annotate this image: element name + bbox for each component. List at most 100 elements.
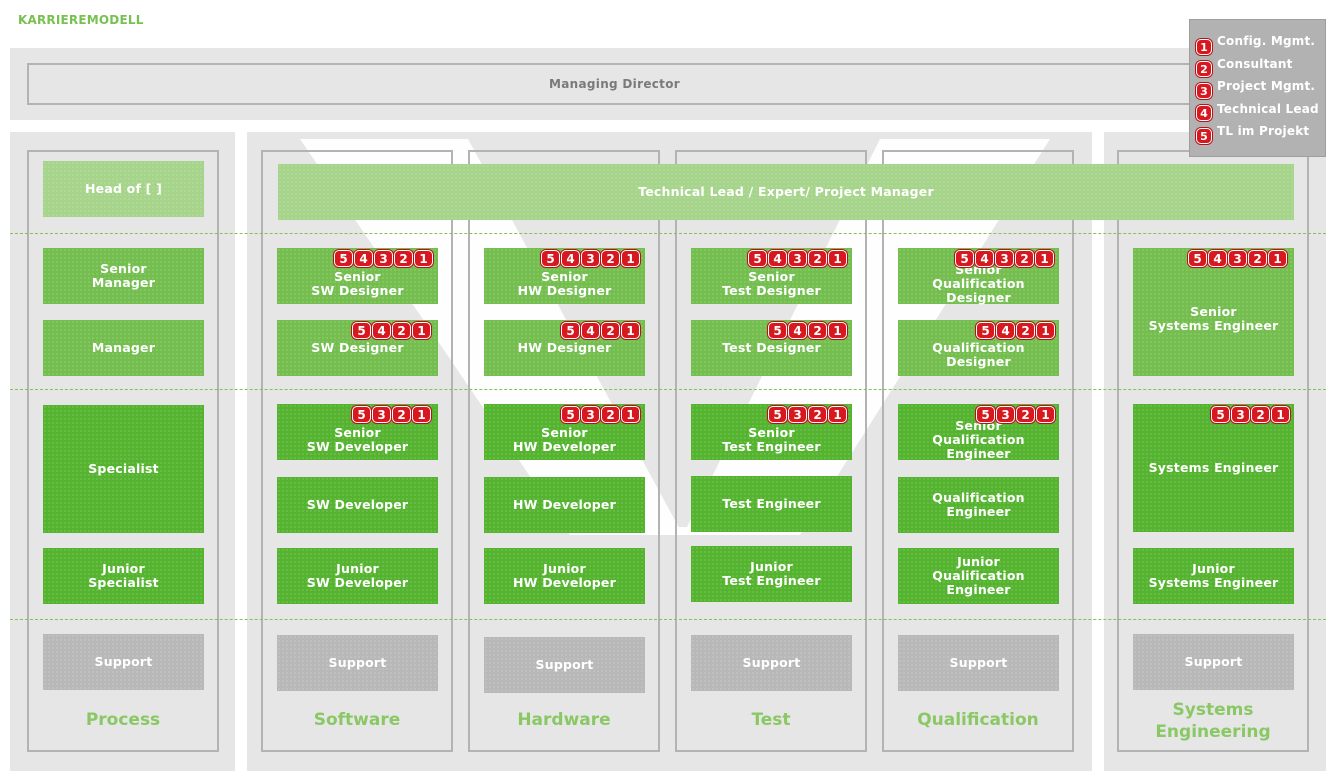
badge-1-icon: 1: [621, 406, 640, 423]
badge-5-icon: 5: [352, 406, 371, 423]
badge-3-icon: 3: [372, 406, 391, 423]
badge-2-icon: 2: [1015, 250, 1034, 267]
badge-1-icon: 1: [621, 250, 640, 267]
badge-3-icon: 3: [1196, 83, 1212, 99]
badge-4-icon: 4: [561, 250, 580, 267]
systems-engineer-box: Systems Engineer: [1133, 404, 1294, 532]
legend-box: 1 Config. Mgmt. 2 Consultant 3 Project M…: [1189, 19, 1326, 157]
badge-3-icon: 3: [1231, 406, 1250, 423]
badge-4-icon: 4: [1196, 105, 1212, 121]
badge-5-icon: 5: [561, 406, 580, 423]
software-column-frame: [261, 150, 453, 752]
badge-3-icon: 3: [1228, 250, 1247, 267]
junior-specialist-box: Junior Specialist: [43, 548, 204, 604]
column-label-process: Process: [85, 710, 161, 730]
badge-1-icon: 1: [828, 250, 847, 267]
badge-1-icon: 1: [1036, 406, 1055, 423]
legend-label: Consultant: [1217, 57, 1293, 71]
test-column-frame: [675, 150, 867, 752]
badge-1-icon: 1: [412, 406, 431, 423]
badge-2-icon: 2: [601, 406, 620, 423]
badge-1-icon: 1: [828, 406, 847, 423]
badge-4-icon: 4: [996, 322, 1015, 339]
badge-5-icon: 5: [561, 322, 580, 339]
support-box: Support: [43, 634, 204, 690]
legend-label: Project Mgmt.: [1217, 79, 1316, 93]
badge-2-icon: 2: [601, 322, 620, 339]
column-label-software: Software: [313, 710, 401, 730]
legend-label: TL im Projekt: [1217, 124, 1310, 138]
level-separator: [10, 233, 1326, 234]
badge-5-icon: 5: [976, 406, 995, 423]
badge-3-icon: 3: [788, 250, 807, 267]
badge-4-icon: 4: [788, 322, 807, 339]
badge-5-icon: 5: [352, 322, 371, 339]
badge-2-icon: 2: [1196, 61, 1212, 77]
junior-hw-developer-box: Junior HW Developer: [484, 548, 645, 604]
badge-5-icon: 5: [768, 406, 787, 423]
hw-developer-box: HW Developer: [484, 477, 645, 533]
support-box: Support: [484, 637, 645, 693]
manager-box: Manager: [43, 320, 204, 376]
support-box: Support: [277, 635, 438, 691]
badge-5-icon: 5: [334, 250, 353, 267]
badge-2-icon: 2: [394, 250, 413, 267]
badge-2-icon: 2: [601, 250, 620, 267]
qualification-engineer-box: Qualification Engineer: [898, 477, 1059, 533]
badge-1-icon: 1: [1271, 406, 1290, 423]
badge-1-icon: 1: [1268, 250, 1287, 267]
badge-4-icon: 4: [581, 322, 600, 339]
senior-manager-box: Senior Manager: [43, 248, 204, 304]
junior-test-engineer-box: Junior Test Engineer: [691, 546, 852, 602]
test-designer-box: Test Designer: [691, 320, 852, 376]
badge-1-icon: 1: [828, 322, 847, 339]
badge-2-icon: 2: [1251, 406, 1270, 423]
legend-item: 1 Config. Mgmt.: [1196, 34, 1315, 55]
badge-1-icon: 1: [1196, 39, 1212, 55]
badge-4-icon: 4: [372, 322, 391, 339]
badge-2-icon: 2: [808, 406, 827, 423]
badge-4-icon: 4: [354, 250, 373, 267]
badge-1-icon: 1: [412, 322, 431, 339]
junior-qualification-engineer-box: Junior Qualification Engineer: [898, 548, 1059, 604]
badge-3-icon: 3: [581, 406, 600, 423]
badge-1-icon: 1: [414, 250, 433, 267]
support-box: Support: [898, 635, 1059, 691]
test-engineer-box: Test Engineer: [691, 476, 852, 532]
legend-label: Config. Mgmt.: [1217, 34, 1316, 48]
legend-item: 3 Project Mgmt.: [1196, 79, 1315, 99]
legend-item: 4 Technical Lead: [1196, 102, 1319, 121]
junior-sw-developer-box: Junior SW Developer: [277, 548, 438, 604]
badge-4-icon: 4: [768, 250, 787, 267]
badge-5-icon: 5: [976, 322, 995, 339]
badge-2-icon: 2: [392, 322, 411, 339]
senior-systems-engineer-box: Senior Systems Engineer: [1133, 248, 1294, 376]
junior-systems-engineer-box: Junior Systems Engineer: [1133, 548, 1294, 604]
specialist-box: Specialist: [43, 405, 204, 533]
badge-5-icon: 5: [1188, 250, 1207, 267]
column-label-test: Test: [751, 710, 791, 730]
badge-5-icon: 5: [748, 250, 767, 267]
badge-5-icon: 5: [768, 322, 787, 339]
head-of-box: Head of [ ]: [43, 161, 204, 217]
badge-3-icon: 3: [995, 250, 1014, 267]
badge-1-icon: 1: [1035, 250, 1054, 267]
badge-1-icon: 1: [1036, 322, 1055, 339]
badge-5-icon: 5: [955, 250, 974, 267]
sw-developer-box: SW Developer: [277, 477, 438, 533]
column-label-hardware: Hardware: [517, 710, 611, 730]
badge-3-icon: 3: [581, 250, 600, 267]
badge-4-icon: 4: [975, 250, 994, 267]
badge-2-icon: 2: [1016, 406, 1035, 423]
